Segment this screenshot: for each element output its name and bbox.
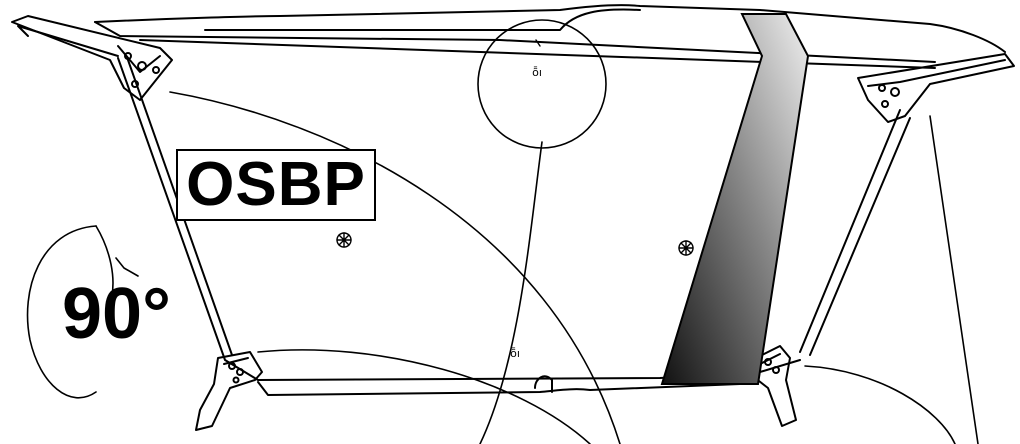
bracket-bottom-left: [195, 351, 263, 431]
bolt-icon: [878, 84, 886, 92]
top-rim: [94, 4, 1006, 69]
bolt-icon: [152, 66, 160, 74]
board-label: OSBP: [186, 150, 366, 219]
rotation-arrow-icon: [115, 257, 139, 277]
bolt-icon: [881, 100, 889, 108]
bolt-icon: [137, 61, 147, 71]
screw-mark-bottom: ȭı: [510, 347, 520, 360]
bolt-icon: [772, 366, 780, 374]
bolt-icon: [236, 368, 244, 376]
screw-mark-top: ȭı: [532, 66, 542, 79]
rotation-label: 90°: [62, 274, 171, 354]
detail-circle: [477, 19, 607, 149]
gradient-strap: [660, 13, 810, 385]
bolt-icon: [131, 80, 139, 88]
board-label-box: OSBP: [176, 149, 376, 221]
rotation-arrow-icon: [26, 225, 97, 399]
right-leg-frame: [799, 109, 911, 356]
screw-icon: [678, 240, 694, 256]
bolt-icon: [228, 362, 236, 370]
bolt-icon: [232, 376, 240, 384]
bracket-top-left: [11, 15, 173, 101]
bolt-icon: [764, 358, 772, 366]
motion-arcs: [169, 91, 979, 444]
bolt-icon: [124, 52, 132, 60]
screw-icon: [336, 232, 352, 248]
bolt-icon: [890, 87, 900, 97]
bracket-top-right: [857, 53, 1015, 123]
